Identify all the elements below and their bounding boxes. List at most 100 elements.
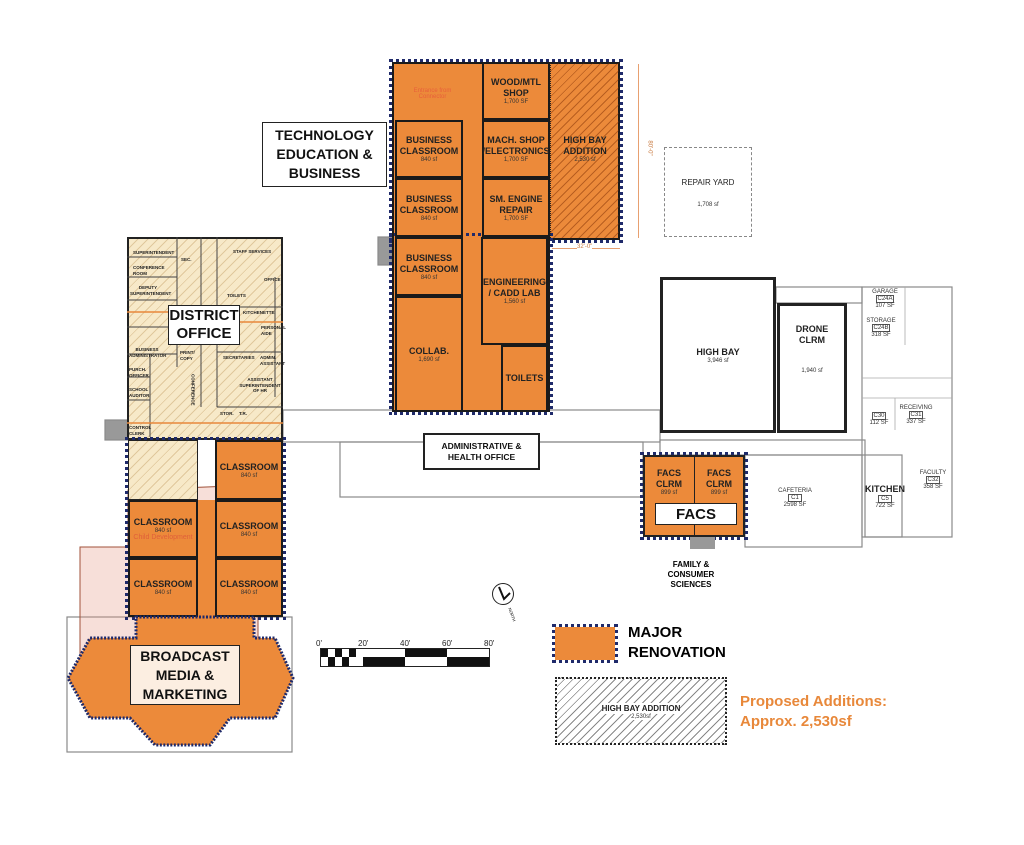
legend-major-renovation-label: MAJOR RENOVATION xyxy=(628,623,726,663)
scale-tick: 80' xyxy=(484,639,495,648)
room-name: KITCHEN xyxy=(865,484,905,494)
room-sec[interactable]: SEC. xyxy=(181,257,192,262)
room-area: 112 SF xyxy=(869,420,889,426)
room-code: C5 xyxy=(878,495,892,503)
room-asst-superintendent-hr[interactable]: ASSISTANT SUPERINTENDENT OF HR xyxy=(239,377,281,393)
room-area: 1,708 sf xyxy=(697,201,719,208)
room-business-administrator[interactable]: BUSINESS ADMINISTRATOR xyxy=(129,347,167,358)
child-development-label: Child Development xyxy=(133,534,193,541)
room-area: 899 sf xyxy=(710,490,728,496)
room-area: 840 sf xyxy=(240,472,258,479)
room-deputy-superintendent[interactable]: DEPUTY SUPERINTENDENT xyxy=(130,285,172,296)
room-name: WOOD/MTL SHOP xyxy=(491,77,541,98)
room-name: BUSINESS CLASSROOM xyxy=(399,193,459,215)
room-name: CAFETERIA xyxy=(778,488,812,494)
room-name: BUSINESS CLASSROOM xyxy=(399,252,459,274)
scale-tick: 40' xyxy=(400,639,411,648)
label-line: BROADCAST xyxy=(140,647,230,664)
room-area: 337 SF xyxy=(906,419,926,425)
room-name: FACULTY xyxy=(919,470,947,476)
legend-line: MAJOR xyxy=(628,624,683,641)
toilets[interactable]: TOILETS xyxy=(501,345,548,412)
room-school-auditor[interactable]: SCHOOL AUDITOR xyxy=(129,387,150,398)
label-line: ADMINISTRATIVE & xyxy=(441,440,522,451)
room-area: 1,700 SF xyxy=(503,157,529,163)
scale-tick: 60' xyxy=(442,639,453,648)
room-code: C31 xyxy=(909,411,923,419)
room-superintendent[interactable]: SUPERINTENDENT xyxy=(133,250,175,255)
label-line: DISTRICT xyxy=(169,307,239,324)
repair-yard[interactable]: REPAIR YARD 1,708 sf xyxy=(664,147,752,237)
room-staff-services[interactable]: STAFF SERVICES xyxy=(233,249,272,254)
room-name: STORAGE xyxy=(866,318,896,324)
room-name: REPAIR YARD xyxy=(681,177,735,187)
room-name: FACS CLRM xyxy=(656,468,682,489)
room-area: 840 sf xyxy=(154,528,172,534)
room-toilets[interactable]: TOILETS xyxy=(227,293,246,298)
room-name: SM. ENGINE REPAIR xyxy=(489,193,543,215)
room-control-clerk[interactable]: CONTROL CLERK xyxy=(129,425,152,436)
room-area: 722 SF xyxy=(875,503,895,509)
facs-entry xyxy=(690,537,715,549)
room-office[interactable]: OFFICE xyxy=(264,277,281,282)
scale-tick: 0' xyxy=(316,639,322,648)
room-area: 1,700 SF xyxy=(503,99,529,105)
room-conference[interactable]: CONFERENCE ROOM xyxy=(133,265,165,276)
note-line: Proposed Additions: xyxy=(740,693,887,710)
room-secretaries[interactable]: SECRETARIES xyxy=(223,355,255,360)
room-storage[interactable]: STOR. xyxy=(220,411,234,416)
room-personal-aide[interactable]: PERSONAL AIDE xyxy=(261,325,286,336)
room-name: ENGINEERING / CADD LAB xyxy=(483,277,547,298)
room-area: 2,530 sf xyxy=(574,157,596,163)
room-name: CLASSROOM xyxy=(133,579,193,589)
room-name: CLASSROOM xyxy=(219,520,279,531)
caption-line: SCIENCES xyxy=(670,580,712,589)
room-area: 107 SF xyxy=(875,303,895,309)
room-area: 840 sf xyxy=(420,274,438,281)
caption-line: FAMILY & xyxy=(672,560,710,569)
room-admin-assistant[interactable]: ADMIN. ASSISTANT xyxy=(260,355,286,366)
legend-addition-name: HIGH BAY ADDITION xyxy=(601,702,681,714)
caption-line: CONSUMER xyxy=(667,570,715,579)
room-code: C1 xyxy=(788,494,802,502)
room-print-copy[interactable]: PRINT/ COPY xyxy=(180,350,195,361)
accountant-suite[interactable] xyxy=(128,440,198,500)
room-purch-officer[interactable]: PURCH. OFFICER xyxy=(129,367,149,378)
label-line: EDUCATION & xyxy=(276,146,373,162)
room-code: C32 xyxy=(926,476,940,484)
note-line: Approx. 2,530sf xyxy=(740,713,852,730)
collab-room[interactable]: COLLAB.1,690 sf xyxy=(395,296,463,412)
legend-line: RENOVATION xyxy=(628,644,726,661)
admin-health-office[interactable]: ADMINISTRATIVE &HEALTH OFFICE xyxy=(423,433,540,470)
room-tr[interactable]: T.R. xyxy=(239,411,248,416)
scale-bar-pattern xyxy=(321,649,489,666)
room-code: C24B xyxy=(872,324,890,332)
room-kitchenette[interactable]: KITCHENETTE xyxy=(243,310,275,315)
